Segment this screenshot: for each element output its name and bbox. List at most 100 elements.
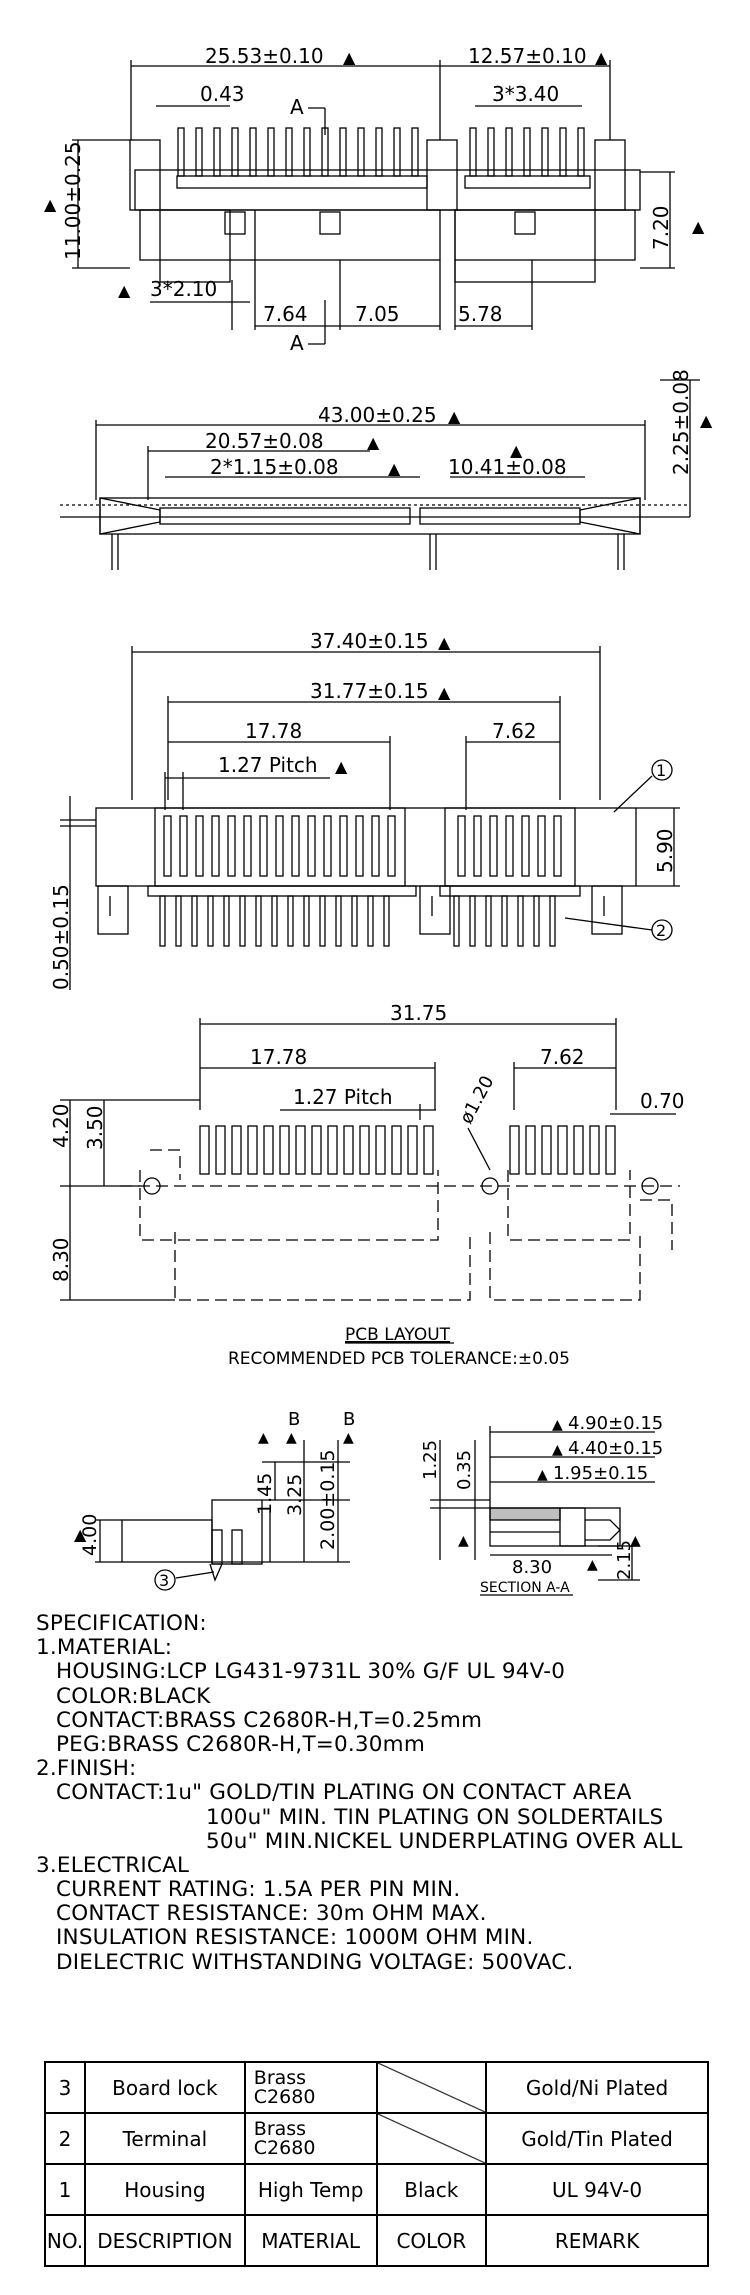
- spec-finish-2: 100u" MIN. TIN PLATING ON SOLDERTAILS: [206, 1804, 664, 1830]
- dim-hole: ø1.20: [456, 1072, 499, 1127]
- pcb-tolerance: RECOMMENDED PCB TOLERANCE:±0.05: [228, 1349, 570, 1369]
- dim-1041: 10.41±0.08: [448, 455, 567, 479]
- dim-325: 3.25: [284, 1474, 306, 1516]
- dim-3175: 31.75: [390, 1001, 447, 1025]
- dim-705: 7.05: [355, 302, 400, 326]
- spec-dielectric: DIELECTRIC WITHSTANDING VOLTAGE: 500VAC.: [56, 1949, 574, 1975]
- bom-no: 1: [44, 2163, 86, 2216]
- marker: ▲: [587, 1557, 598, 1573]
- bom-no: 3: [44, 2061, 86, 2114]
- dim-350: 3.50: [83, 1105, 107, 1150]
- dim-578: 5.78: [458, 302, 503, 326]
- marker: ▲: [692, 217, 705, 236]
- top-pins: [177, 127, 585, 177]
- marker: ▲: [438, 683, 451, 702]
- bom-header-remark: REMARK: [485, 2214, 709, 2267]
- dim-830: 8.30: [49, 1237, 73, 1282]
- dim-2057: 20.57±0.08: [205, 429, 324, 453]
- dim-762: 7.62: [492, 719, 537, 743]
- section-a-a: 4.90±0.15 4.40±0.15 1.95±0.15 ▲ ▲ ▲ 1.25…: [420, 1413, 663, 1596]
- bom-color: [375, 2061, 488, 2114]
- b-label: B: [288, 1409, 300, 1430]
- marker: ▲: [700, 411, 713, 430]
- spec-electrical-heading: 3.ELECTRICAL: [36, 1852, 190, 1878]
- marker: ▲: [510, 441, 523, 460]
- dim-1778: 17.78: [250, 1045, 307, 1069]
- marker: ▲: [74, 1525, 87, 1544]
- dim-225: 2.25±0.08: [669, 369, 693, 475]
- spec-housing: HOUSING:LCP LG431-9731L 30% G/F UL 94V-0: [56, 1659, 566, 1685]
- spec-insulation: INSULATION RESISTANCE: 1000M OHM MIN.: [56, 1925, 534, 1951]
- bom-desc: Board lock: [83, 2061, 246, 2114]
- dim-215: 2.15: [614, 1540, 635, 1580]
- bom-desc: Terminal: [83, 2112, 246, 2165]
- dim-720: 7.20: [649, 205, 673, 250]
- dim-590: 5.90: [653, 828, 677, 873]
- marker: ▲: [458, 1533, 469, 1549]
- pcb-pads: [199, 1125, 616, 1175]
- dim-3x340: 3*3.40: [492, 82, 559, 106]
- dim-195: 1.95±0.15: [553, 1463, 648, 1484]
- spec-title: SPECIFICATION:: [36, 1611, 207, 1636]
- dim-125: 1.25: [420, 1440, 441, 1480]
- bom-color: [375, 2112, 488, 2165]
- spec-material-heading: 1.MATERIAL:: [36, 1635, 173, 1661]
- bom-material-line-1: Brass: [253, 2117, 307, 2140]
- section-aa-title: SECTION A-A: [480, 1580, 570, 1596]
- dim-490: 4.90±0.15: [568, 1413, 663, 1434]
- spec-finish-heading: 2.FINISH:: [36, 1756, 137, 1782]
- dim-pitch: 1.27 Pitch: [218, 753, 318, 777]
- marker: ▲: [343, 48, 356, 67]
- balloon-2: 2: [656, 921, 666, 940]
- marker: ▲: [118, 281, 131, 300]
- section-label: A: [290, 95, 304, 119]
- balloon-3: 3: [159, 1571, 169, 1590]
- dim-2x115: 2*1.15±0.08: [210, 455, 339, 479]
- specification-block: SPECIFICATION: 1.MATERIAL: HOUSING:LCP L…: [36, 1611, 736, 1975]
- dim-764: 7.64: [263, 302, 308, 326]
- marker: ▲: [343, 1430, 354, 1446]
- bom-color: Black: [375, 2163, 488, 2216]
- bom-no: 2: [44, 2112, 86, 2165]
- side-view: 43.00±0.25 ▲ 20.57±0.08 ▲ 2*1.15±0.08 ▲ …: [60, 369, 713, 570]
- marker: ▲: [552, 1442, 563, 1458]
- marker: ▲: [44, 195, 57, 214]
- bom-desc: Housing: [83, 2163, 246, 2216]
- marker: ▲: [388, 459, 401, 478]
- dim-830: 8.30: [512, 1557, 552, 1578]
- bom-header-color: COLOR: [375, 2214, 488, 2267]
- dim-145: 1.45: [254, 1473, 276, 1515]
- dim-pitch: 1.27 Pitch: [293, 1085, 393, 1109]
- marker: ▲: [552, 1417, 563, 1433]
- marker: ▲: [367, 433, 380, 452]
- bom-material-line-2: C2680: [253, 2136, 316, 2159]
- spec-color: COLOR:BLACK: [56, 1683, 211, 1709]
- dim-top-2: 12.57±0.10: [468, 44, 587, 68]
- marker: ▲: [537, 1467, 548, 1483]
- marker: ▲: [630, 1533, 641, 1549]
- dim-height: 11.00±0.25: [61, 141, 85, 260]
- marker: ▲: [335, 757, 348, 776]
- dim-050: 0.50±0.15: [49, 884, 73, 990]
- front-view: 37.40±0.15 ▲ 31.77±0.15 ▲ 17.78 7.62 1.2…: [49, 629, 680, 990]
- section-label: A: [290, 331, 304, 355]
- spec-finish-3: 50u" MIN.NICKEL UNDERPLATING OVER ALL: [206, 1828, 683, 1854]
- dim-440: 4.40±0.15: [568, 1438, 663, 1459]
- table-row: 1 Housing High Temp Black UL 94V-0: [44, 2163, 709, 2216]
- spec-current: CURRENT RATING: 1.5A PER PIN MIN.: [56, 1877, 461, 1903]
- balloon-1: 1: [656, 761, 666, 780]
- dim-pitch: 0.43: [200, 82, 245, 106]
- dim-4300: 43.00±0.25: [318, 403, 437, 427]
- bom-remark: UL 94V-0: [485, 2163, 709, 2216]
- marker: ▲: [286, 1430, 297, 1446]
- bom-remark: Gold/Ni Plated: [485, 2061, 709, 2114]
- marker: ▲: [595, 48, 608, 67]
- dim-400: 4.00: [79, 1514, 101, 1556]
- pcb-layout: 31.75 17.78 7.62 1.27 Pitch ø1.20 0.70: [49, 1001, 685, 1369]
- top-view: 25.53±0.10 ▲ 12.57±0.10 ▲ 0.43 3*3.40 A: [44, 44, 705, 355]
- dim-035: 0.35: [454, 1450, 475, 1490]
